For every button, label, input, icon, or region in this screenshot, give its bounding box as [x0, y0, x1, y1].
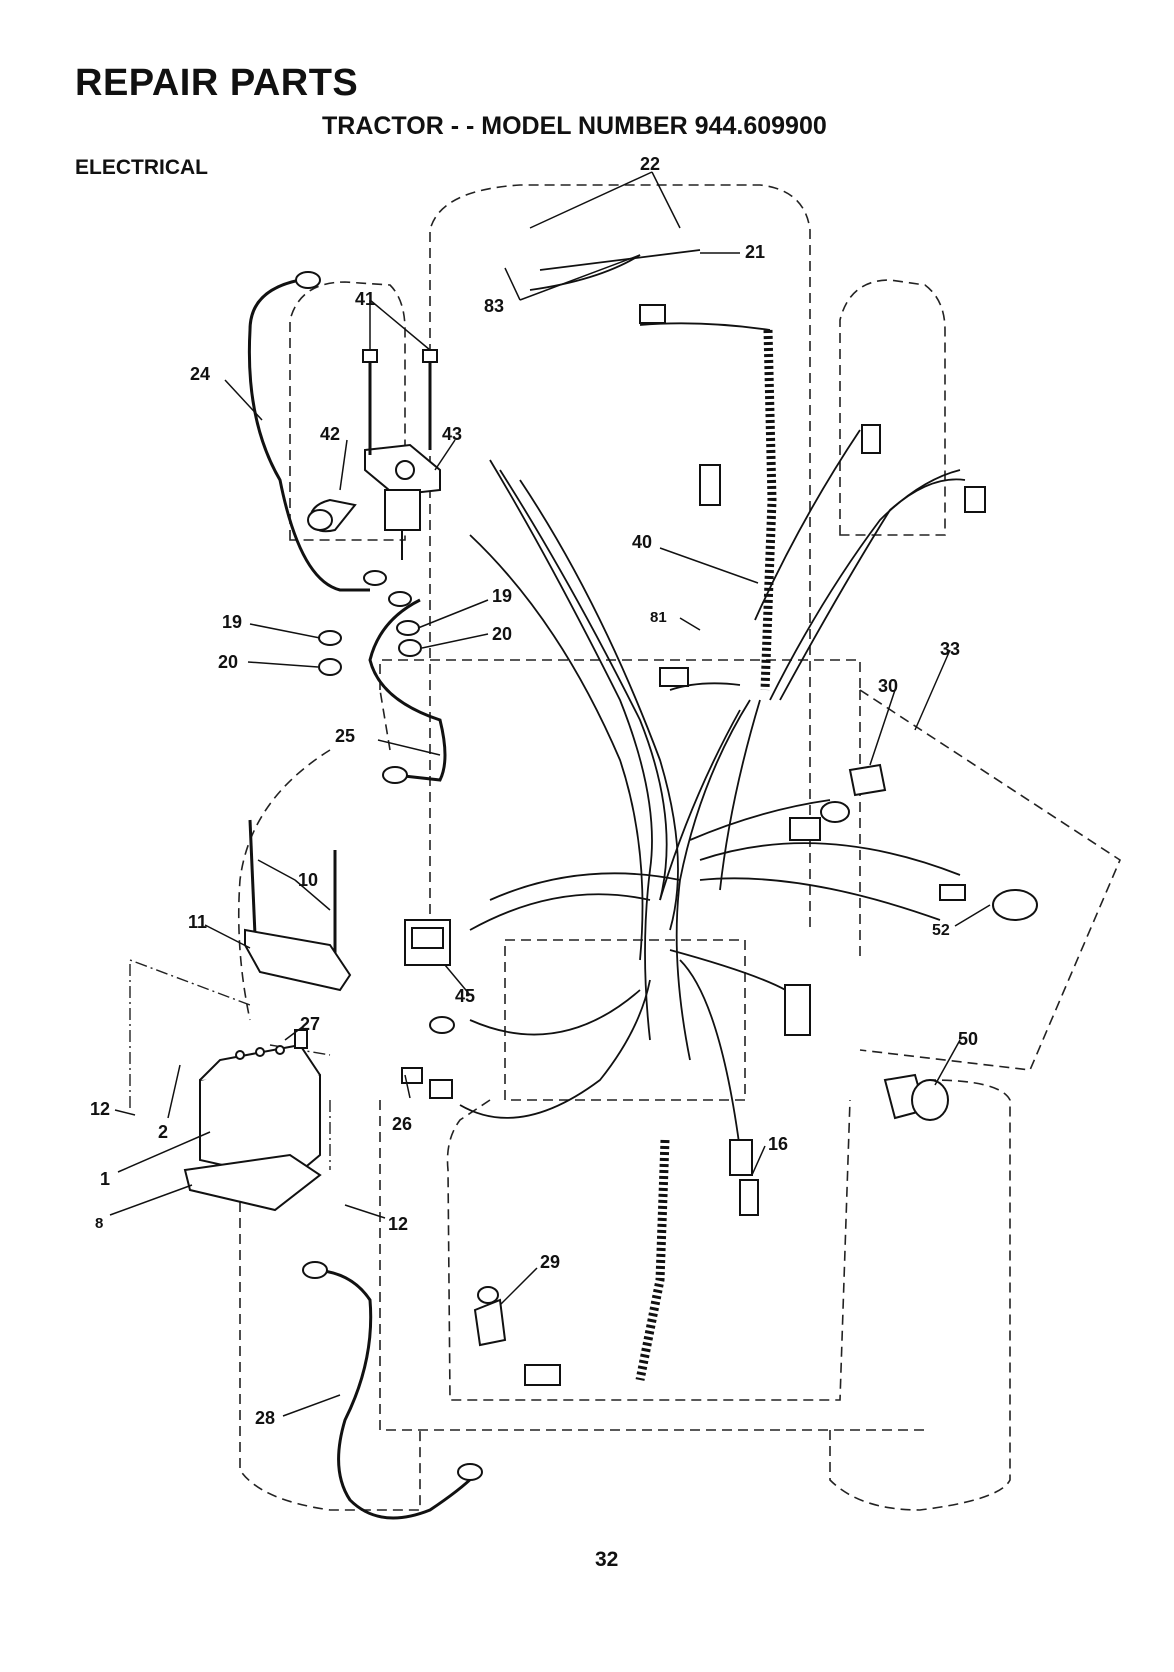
callout-45: 45	[455, 986, 475, 1006]
callout-20-right: 20	[492, 624, 512, 644]
battery	[199, 1029, 321, 1182]
callout-28: 28	[255, 1408, 275, 1428]
callout-26: 26	[392, 1114, 412, 1134]
callout-27: 27	[300, 1014, 320, 1034]
callout-8: 8	[95, 1215, 103, 1232]
callout-20-left: 20	[218, 652, 238, 672]
callout-30: 30	[878, 676, 898, 696]
callout-1: 1	[100, 1169, 110, 1189]
callout-52: 52	[932, 922, 950, 939]
callout-22: 22	[640, 154, 660, 174]
cables	[247, 278, 477, 1520]
callout-42: 42	[320, 424, 340, 444]
wiring-harness	[459, 249, 966, 1151]
callout-83: 83	[484, 296, 504, 316]
components	[401, 304, 1038, 1386]
coiled-conduit	[635, 329, 777, 1381]
hold-down	[244, 819, 352, 992]
callout-33: 33	[940, 639, 960, 659]
cable-terminals	[295, 271, 483, 1481]
callout-19-right: 19	[492, 586, 512, 606]
callout-12-left: 12	[90, 1099, 110, 1119]
callout-43: 43	[442, 424, 462, 444]
callout-19-left: 19	[222, 612, 242, 632]
section-label: ELECTRICAL	[75, 156, 208, 179]
callout-40: 40	[632, 532, 652, 552]
callout-81: 81	[650, 609, 667, 626]
solenoid	[362, 349, 441, 560]
tractor-outline	[237, 184, 1121, 1511]
callout-41: 41	[355, 289, 375, 309]
callout-12-right: 12	[388, 1214, 408, 1234]
callout-29: 29	[540, 1252, 560, 1272]
callout-21: 21	[745, 242, 765, 262]
callout-50: 50	[958, 1029, 978, 1049]
page-number: 32	[595, 1548, 619, 1571]
model-subtitle: TRACTOR - - MODEL NUMBER 944.609900	[322, 112, 827, 140]
washers-nuts	[318, 620, 422, 676]
leader-lines	[109, 171, 991, 1417]
boot-cover	[307, 498, 357, 533]
battery-tray	[183, 1153, 322, 1212]
callout-16: 16	[768, 1134, 788, 1154]
callout-10: 10	[298, 870, 318, 890]
callout-25: 25	[335, 726, 355, 746]
callout-24: 24	[190, 364, 210, 384]
callout-11: 11	[188, 912, 207, 932]
page-title: REPAIR PARTS	[75, 62, 359, 104]
callout-2: 2	[158, 1122, 168, 1142]
callout-labels: 22 21 83 41 24 42 43 40 19 20 19 20 81 3…	[90, 154, 978, 1428]
